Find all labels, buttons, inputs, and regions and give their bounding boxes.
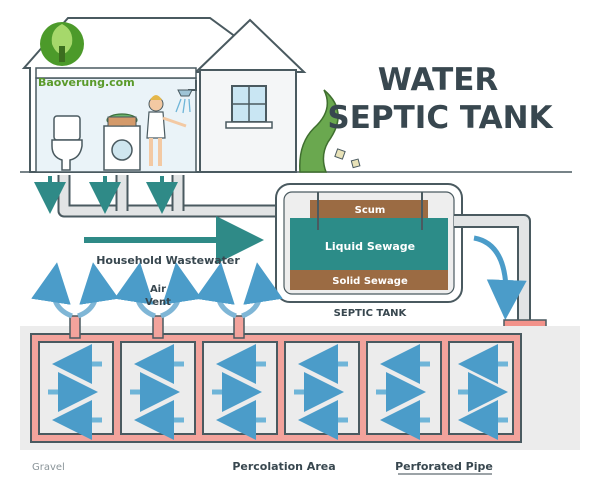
seepage-arrows	[48, 344, 508, 440]
septic-tank-caption: SEPTIC TANK	[334, 308, 408, 319]
gravel-label: Gravel	[32, 462, 65, 473]
percolation-area-label: Percolation Area	[232, 460, 335, 473]
gravel-area	[20, 326, 580, 450]
septic-tank	[275, 183, 463, 303]
plant-icon	[299, 89, 361, 173]
air-vent-stubs	[69, 315, 245, 339]
household-wastewater-label: Household Wastewater	[96, 254, 240, 267]
scum-layer	[310, 200, 428, 218]
person-icon	[146, 95, 187, 166]
perforated-pipe-label: Perforated Pipe	[395, 460, 493, 473]
outflow-arrow	[473, 235, 527, 320]
scum-label: Scum	[355, 205, 386, 216]
title-line-2: SEPTIC TANK	[327, 100, 553, 136]
logo-text: Baoverung.com	[38, 76, 135, 89]
shower-icon	[175, 80, 197, 114]
solid-sewage-label: Solid Sewage	[332, 276, 408, 287]
air-vent-label-1: Air	[150, 284, 166, 295]
logo-tree-icon	[40, 22, 84, 66]
toilet-icon	[51, 115, 83, 171]
air-vent-label-2: Vent	[145, 297, 171, 308]
liquid-sewage-label: Liquid Sewage	[325, 240, 415, 253]
air-vent-arrows	[31, 262, 283, 319]
outlet-pipe	[454, 214, 531, 321]
solid-sewage-layer	[290, 270, 448, 290]
house-drain-pipes	[57, 175, 282, 218]
drain-arrows	[34, 176, 178, 214]
washing-machine-icon	[103, 113, 141, 171]
title-line-1: WATER	[378, 62, 499, 98]
